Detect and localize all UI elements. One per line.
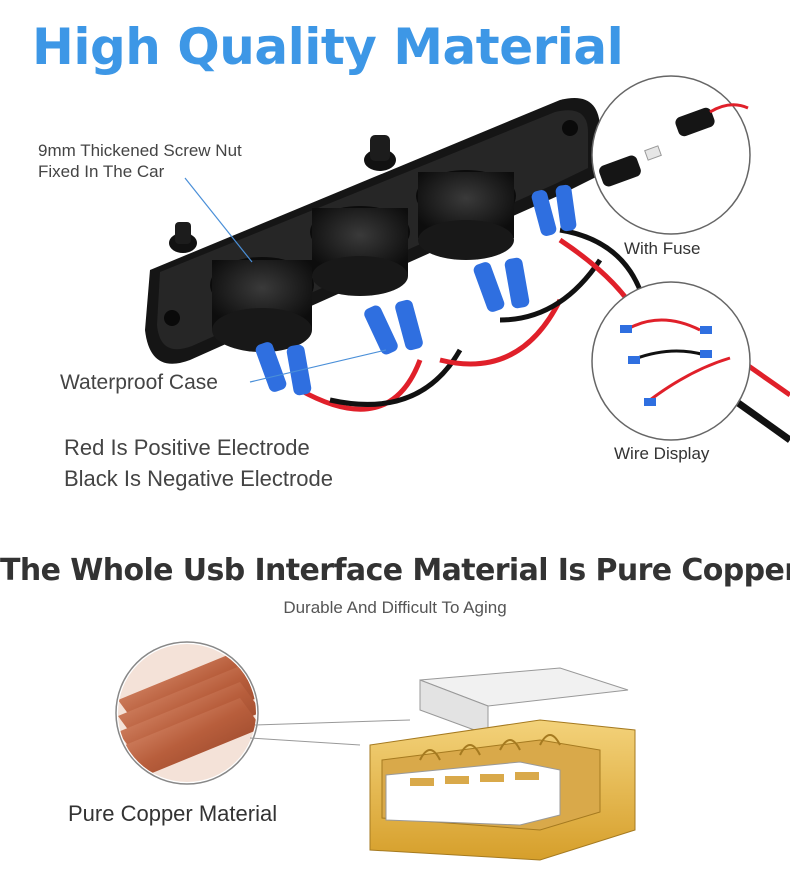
polarity-label: Red Is Positive Electrode Black Is Negat…	[64, 432, 333, 494]
copper-headline: The Whole Usb Interface Material Is Pure…	[0, 553, 790, 588]
screw-nut-label-line1: 9mm Thickened Screw Nut	[38, 141, 242, 160]
blue-terminals	[255, 184, 577, 396]
toggle-switches	[169, 135, 396, 253]
waterproof-case-label: Waterproof Case	[60, 371, 218, 394]
usb-sockets	[210, 170, 516, 352]
pure-copper-label: Pure Copper Material	[68, 801, 278, 826]
wire-display-caption: Wire Display	[614, 444, 710, 463]
headline: High Quality Material	[32, 18, 624, 76]
fuse-caption: With Fuse	[624, 239, 701, 258]
copper-sheets-inset	[115, 641, 411, 785]
screw-nut-label-line2: Fixed In The Car	[38, 162, 165, 181]
fuse-inset	[591, 75, 751, 235]
wire-display-inset	[591, 281, 751, 441]
screw-nut-label: 9mm Thickened Screw Nut Fixed In The Car	[38, 140, 242, 182]
pointer-lines	[184, 177, 387, 383]
usb-connector-diagram	[369, 667, 636, 861]
positive-electrode-text: Red Is Positive Electrode	[64, 435, 310, 460]
negative-electrode-text: Black Is Negative Electrode	[64, 466, 334, 491]
tagline: Durable And Difficult To Aging	[283, 598, 507, 617]
